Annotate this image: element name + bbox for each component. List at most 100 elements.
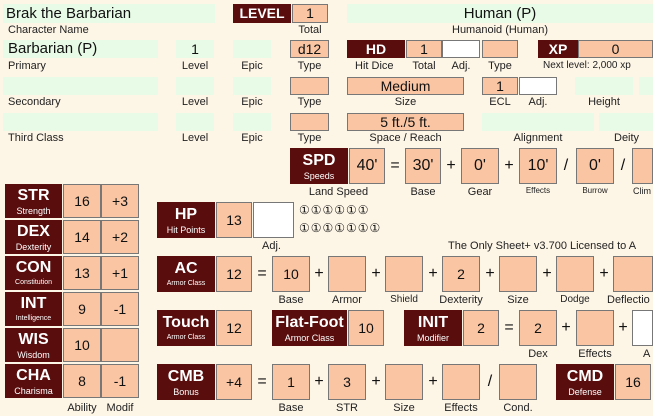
- cmb-cond-field[interactable]: [499, 364, 537, 400]
- cmb-base-field[interactable]: 1: [272, 364, 310, 400]
- third-epic-field[interactable]: [233, 113, 271, 131]
- race-field[interactable]: Human (P): [463, 5, 537, 22]
- deity-field[interactable]: [599, 113, 653, 131]
- ac-size-field[interactable]: [499, 256, 537, 292]
- cmd-abbr: CMD: [566, 368, 604, 385]
- level-total-field[interactable]: 1: [292, 4, 328, 23]
- ac-deflection-label: Deflectio: [607, 294, 650, 306]
- ability-con-score[interactable]: 13: [63, 256, 101, 290]
- hd-total-field[interactable]: 1: [406, 40, 442, 58]
- cmb-str-label: STR: [336, 402, 358, 414]
- ability-str-score[interactable]: 16: [63, 184, 101, 218]
- ac-dex-field: 2: [442, 256, 480, 292]
- cmb-effects-field[interactable]: [442, 364, 480, 400]
- xp-next-level: Next level: 2,000 xp: [543, 60, 631, 71]
- secondary-hd-type-field[interactable]: [290, 77, 329, 95]
- height-label: Height: [588, 96, 620, 108]
- hd-type-field[interactable]: [482, 40, 518, 58]
- ability-abbr: WIS: [18, 331, 49, 348]
- ac-base-field[interactable]: 10: [272, 256, 310, 292]
- third-class-field[interactable]: [3, 113, 158, 131]
- size-field[interactable]: Medium: [347, 77, 464, 95]
- cmb-size-label: Size: [393, 402, 415, 414]
- ability-int-score[interactable]: 9: [63, 292, 101, 326]
- height-field[interactable]: [575, 77, 633, 95]
- gear-speed-field[interactable]: 0': [461, 148, 499, 184]
- ability-cha-score[interactable]: 8: [63, 364, 101, 398]
- ac-deflection-field[interactable]: [613, 256, 653, 292]
- climb-speed-field[interactable]: [632, 148, 653, 184]
- ac-total-field: 12: [216, 256, 252, 292]
- hd-total-label: Total: [412, 60, 436, 72]
- cmd-sub: Defense: [568, 387, 602, 397]
- ac-armor-field[interactable]: [328, 256, 366, 292]
- init-title: INIT Modifier: [404, 310, 462, 346]
- primary-level-field[interactable]: 1: [176, 40, 214, 58]
- secondary-class-field[interactable]: [3, 77, 158, 95]
- license-credit: The Only Sheet+ v3.700 Licensed to A: [448, 240, 637, 252]
- third-type-label: Type: [297, 132, 322, 144]
- ability-cha-mod: -1: [101, 364, 139, 398]
- equals-sign: =: [257, 373, 267, 390]
- slash-separator: /: [620, 157, 626, 174]
- secondary-type-label: Type: [297, 96, 322, 108]
- primary-label: Primary: [8, 60, 46, 72]
- ability-int-mod: -1: [101, 292, 139, 326]
- ac-shield-field[interactable]: [385, 256, 423, 292]
- secondary-epic-field[interactable]: [233, 77, 271, 95]
- plus-sign: +: [428, 265, 438, 282]
- land-speed-field[interactable]: 40': [349, 148, 385, 184]
- primary-hd-type-field[interactable]: d12: [290, 40, 329, 58]
- cmb-title: CMB Bonus: [157, 364, 215, 400]
- level-total-label: Total: [298, 24, 322, 36]
- ecl-adj-field[interactable]: [519, 77, 557, 95]
- third-level-field[interactable]: [176, 113, 214, 131]
- weight-field[interactable]: [639, 77, 653, 95]
- plus-sign: +: [446, 157, 456, 174]
- flatfoot-sub: Armor Class: [284, 333, 335, 343]
- ability-dex-score[interactable]: 14: [63, 220, 101, 254]
- character-name-label: Character Name: [8, 24, 89, 36]
- land-speed-label: Land Speed: [308, 186, 369, 198]
- primary-epic-field[interactable]: [233, 40, 271, 58]
- ability-con-mod: +1: [101, 256, 139, 290]
- base-speed-field[interactable]: 30': [405, 148, 441, 184]
- ability-str-label: STR Strength: [5, 184, 62, 218]
- third-hd-type-field[interactable]: [290, 113, 329, 131]
- init-adj-label: A: [643, 348, 651, 360]
- ability-con-label: CON Constitution: [5, 256, 62, 290]
- ability-wis-score[interactable]: 10: [63, 328, 101, 362]
- ecl-field[interactable]: 1: [482, 77, 518, 95]
- cmb-size-field[interactable]: [385, 364, 423, 400]
- init-effects-field[interactable]: [576, 310, 614, 346]
- hd-adj-field[interactable]: [442, 40, 480, 58]
- plus-sign: +: [561, 319, 571, 336]
- alignment-field[interactable]: [482, 113, 594, 131]
- cmb-abbr: CMB: [167, 368, 205, 385]
- hp-abbr: HP: [174, 206, 198, 223]
- plus-sign: +: [314, 373, 324, 390]
- init-adj-field[interactable]: [632, 310, 653, 346]
- secondary-level-field[interactable]: [176, 77, 214, 95]
- plus-sign: +: [314, 265, 324, 282]
- ac-size-label: Size: [507, 294, 529, 306]
- burrow-speed-label: Burrow: [582, 186, 608, 195]
- equals-sign: =: [390, 157, 400, 174]
- burrow-speed-field[interactable]: 0': [576, 148, 614, 184]
- character-name-field[interactable]: Brak the Barbarian: [6, 5, 132, 22]
- plus-sign: +: [542, 265, 552, 282]
- space-reach-field[interactable]: 5 ft./5 ft.: [347, 113, 464, 131]
- hp-tracker-row-1[interactable]: ①①①①①①: [299, 203, 370, 217]
- hp-adj-field[interactable]: [253, 202, 294, 238]
- effects-speed-label: Effects: [525, 186, 551, 195]
- cmb-str-field: 3: [328, 364, 366, 400]
- hp-field[interactable]: 13: [216, 202, 252, 238]
- primary-class-field[interactable]: Barbarian (P): [8, 40, 98, 57]
- touch-sub: Armor Class: [166, 334, 206, 341]
- ac-dodge-field[interactable]: [556, 256, 594, 292]
- effects-speed-field[interactable]: 10': [519, 148, 557, 184]
- hp-tracker-row-2[interactable]: ①①①①①①①: [299, 221, 382, 235]
- xp-field[interactable]: 0: [578, 40, 653, 58]
- flatfoot-ac-field: 10: [348, 310, 384, 346]
- alignment-label: Alignment: [513, 132, 563, 144]
